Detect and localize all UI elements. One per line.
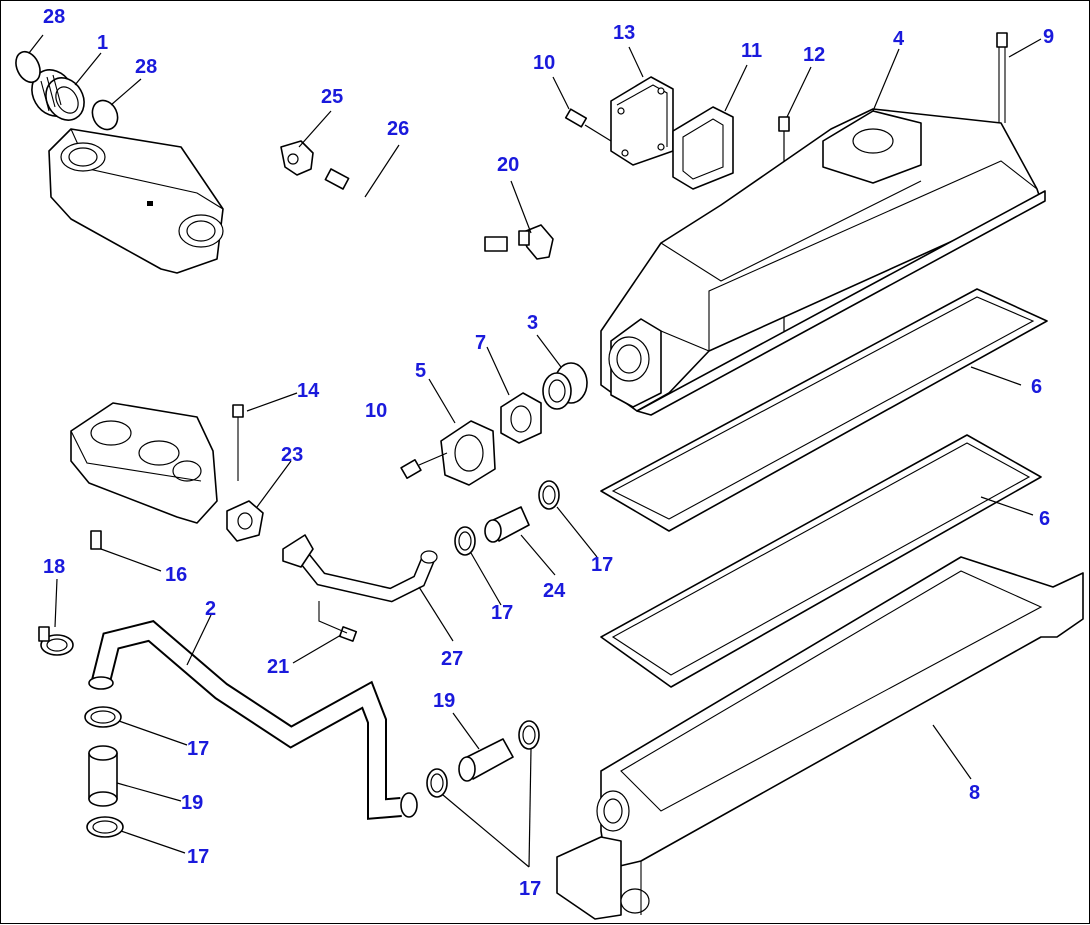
pipe-27	[282, 534, 438, 603]
callout-11: 11	[741, 40, 762, 62]
callout-3: 3	[527, 312, 538, 334]
callout-17-pipe-right: 17	[591, 554, 613, 576]
callout-10-mid: 10	[365, 400, 387, 422]
hose-24	[484, 506, 530, 543]
callout-17-pipe-left: 17	[491, 602, 513, 624]
callout-6-lower: 6	[1039, 508, 1050, 530]
callout-19-right: 19	[433, 690, 455, 712]
callout-28-top: 28	[43, 6, 65, 28]
screw-10a	[564, 108, 612, 142]
clamp-17a	[454, 526, 476, 556]
pipe-2	[88, 620, 418, 820]
screw-10b	[400, 452, 448, 479]
hose-19a	[88, 745, 118, 807]
callout-19-left: 19	[181, 792, 203, 814]
clamp-17d	[86, 816, 124, 838]
gasket-11	[672, 106, 734, 190]
clamp-17f	[518, 720, 540, 750]
hose-19b	[458, 738, 514, 782]
flange-5	[440, 420, 496, 486]
clamp-17c	[84, 706, 122, 728]
callout-23: 23	[281, 444, 303, 466]
tube-26	[299, 159, 522, 252]
callout-13: 13	[613, 22, 635, 44]
callout-14: 14	[297, 380, 320, 402]
callout-10-top: 10	[533, 52, 555, 74]
callout-20: 20	[497, 154, 519, 176]
bolt-9	[996, 32, 1008, 123]
sleeve-3	[542, 362, 588, 410]
cooler-cover-4	[600, 108, 1046, 416]
callout-16: 16	[165, 564, 187, 586]
callout-5: 5	[415, 360, 426, 382]
clamp-17b	[538, 480, 560, 510]
callout-17-left-bottom: 17	[187, 846, 209, 868]
callout-1: 1	[97, 32, 108, 54]
gasket-7	[500, 392, 542, 444]
callout-28-right: 28	[135, 56, 157, 78]
bolt-16	[90, 530, 162, 572]
gasket-6b	[600, 434, 1042, 688]
callout-25: 25	[321, 86, 343, 108]
gasket-6a	[600, 288, 1048, 532]
leader-lines	[28, 34, 1042, 868]
connector-1	[31, 69, 85, 121]
o-ring-28b	[91, 99, 119, 131]
callout-4: 4	[893, 28, 905, 50]
callout-24: 24	[543, 580, 566, 602]
clamp-18	[38, 626, 74, 656]
clamp-17e	[426, 768, 448, 798]
fitting-25	[280, 140, 314, 176]
callout-17-left-top: 17	[187, 738, 209, 760]
bolt-14	[232, 404, 244, 481]
callout-8: 8	[969, 782, 980, 804]
bolt-21	[318, 601, 358, 642]
callout-6-upper: 6	[1031, 376, 1042, 398]
callout-27: 27	[441, 648, 463, 670]
gasket-23	[226, 500, 264, 542]
callout-12: 12	[803, 44, 825, 66]
callout-7: 7	[475, 332, 486, 354]
manifold-block	[70, 402, 218, 524]
callouts: 28 1 28 25 26 20 10 13 11 12 4 9 3 7 5 1…	[43, 6, 1054, 900]
callout-26: 26	[387, 118, 409, 140]
cover-plate-13	[610, 76, 674, 166]
callout-17-bottom: 17	[519, 878, 541, 900]
callout-2: 2	[205, 598, 216, 620]
callout-21: 21	[267, 656, 289, 678]
callout-18: 18	[43, 556, 65, 578]
callout-9: 9	[1043, 26, 1054, 48]
intake-block	[48, 128, 224, 274]
o-ring-28a	[15, 50, 41, 84]
cooler-case-8	[556, 556, 1084, 920]
elbow-20	[518, 224, 554, 260]
